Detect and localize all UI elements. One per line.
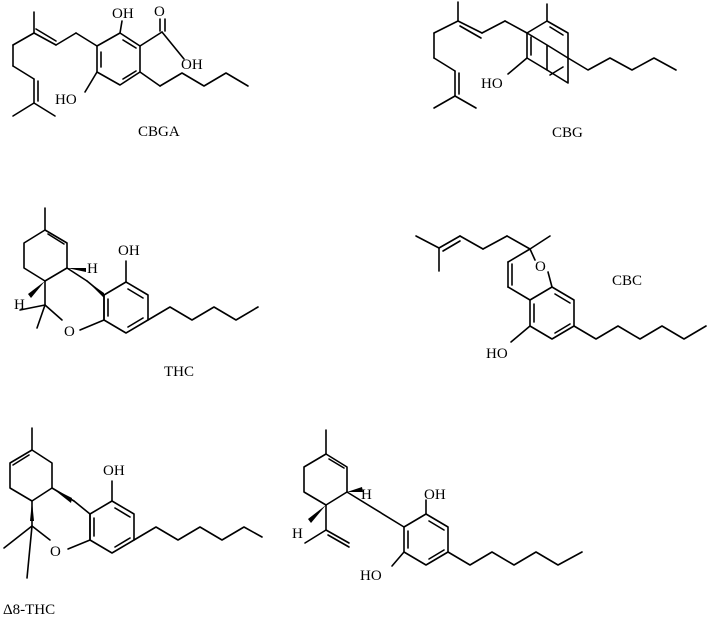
d8thc-oh-label: OH: [103, 463, 125, 479]
cbc-name: CBC: [612, 273, 642, 289]
cbc-bonds: [415, 235, 707, 343]
thc-wedge-h-top: [67, 268, 86, 272]
thc-wedge-h-left: [28, 281, 45, 298]
thc-h-top-label: H: [87, 261, 98, 277]
cbg-name: CBG: [552, 125, 583, 141]
cbd-h-top-label: H: [361, 487, 372, 503]
cbga-acid-o-label: O: [154, 4, 165, 20]
cbga-acid-oh-label: OH: [181, 57, 203, 73]
molecule-cbga: OH O OH HO CBGA: [12, 4, 249, 140]
molecule-cbc: O HO CBC: [415, 235, 707, 362]
molecule-cbg: HO CBG: [433, 1, 677, 141]
cbd-oh-label: OH: [424, 487, 446, 503]
thc-bonds: [19, 207, 259, 334]
thc-h-left-label: H: [14, 297, 25, 313]
cbg-ho-label: HO: [481, 76, 503, 92]
thc-oh-label: OH: [118, 243, 140, 259]
thc-name: THC: [164, 364, 194, 380]
cbd-h-left-label: H: [292, 526, 303, 542]
cbc-ring-o-label: O: [535, 259, 546, 275]
thc-ring-o-label: O: [64, 324, 75, 340]
cbd-ho-label: HO: [360, 568, 382, 584]
molecule-d8thc: OH O Δ8-THC: [3, 427, 263, 618]
cbga-ho-label: HO: [55, 92, 77, 108]
cbc-ho-label: HO: [486, 346, 508, 362]
cbga-oh-top-label: OH: [112, 6, 134, 22]
cbga-name: CBGA: [138, 124, 180, 140]
d8thc-wedge-left: [30, 501, 34, 521]
molecule-cbd: OH H H HO: [292, 429, 583, 584]
d8thc-wedge-top: [52, 488, 72, 503]
d8thc-ring-o-label: O: [50, 544, 61, 560]
thc-wedge-aryl: [87, 281, 104, 298]
d8thc-bonds: [3, 427, 263, 579]
cbd-wedge-top: [347, 487, 363, 492]
cbd-wedge-left: [308, 505, 326, 523]
molecule-thc: OH H H O THC: [14, 207, 259, 380]
d8thc-name: Δ8-THC: [3, 602, 55, 618]
cbg-bonds: [433, 1, 677, 109]
cbga-bonds: [12, 11, 249, 117]
